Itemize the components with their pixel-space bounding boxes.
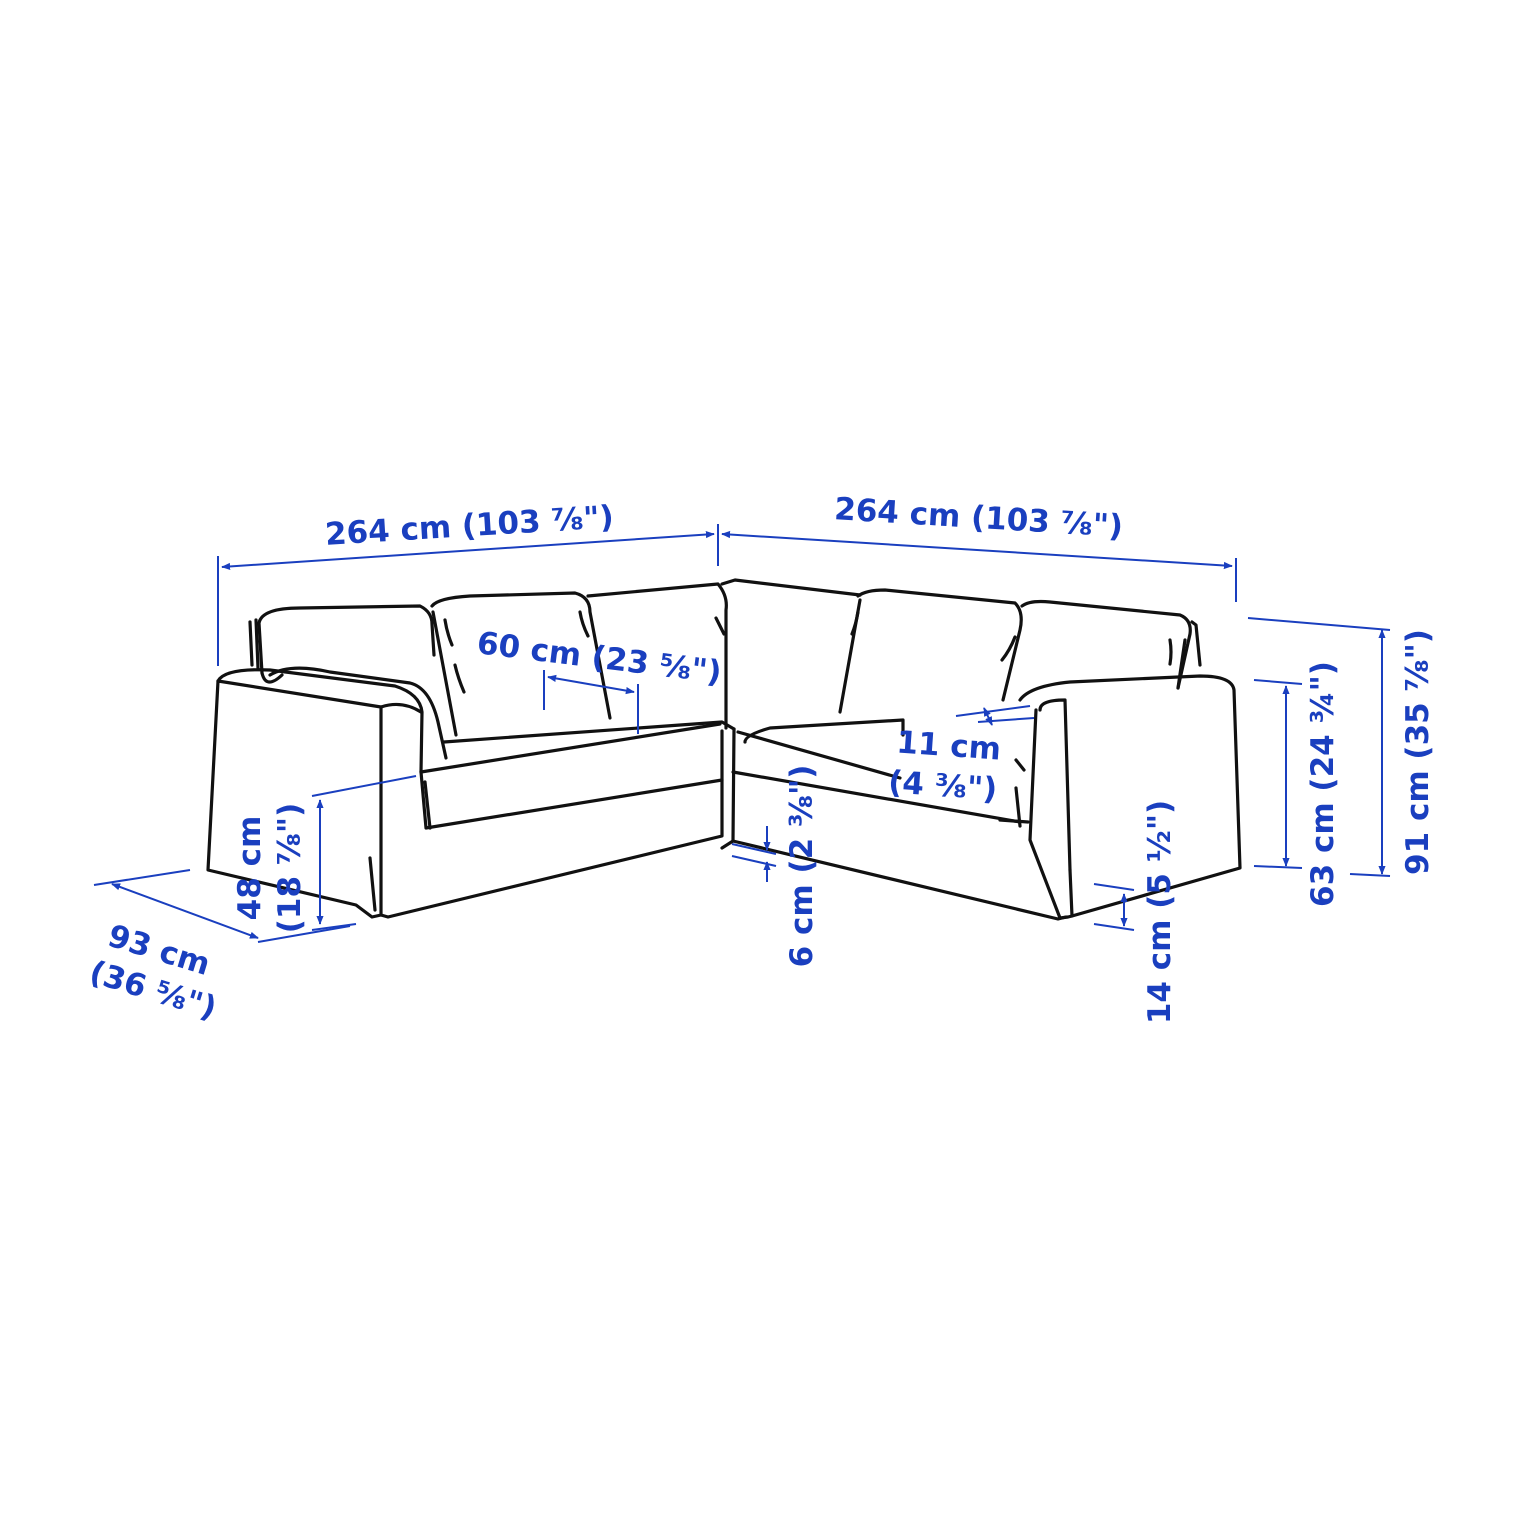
arm-height-ext-bottom: [1253, 865, 1303, 869]
right-armrest-inner-line: [998, 818, 1030, 824]
left-middle-back-edge: [431, 610, 458, 737]
right-end-back-side: [1176, 620, 1202, 690]
label-leg-height: 14 cm (5 ½"): [1142, 800, 1178, 1024]
left-seat-side: [423, 780, 432, 830]
right-seat-cushion-edge: [736, 730, 902, 780]
arm-height-ext-top: [1253, 679, 1303, 685]
label-cushion-thickness: 6 cm (2 ⅜"): [784, 765, 820, 968]
right-cushion-tufts: [850, 610, 1017, 662]
right-armrest-inner: [1028, 708, 1062, 920]
left-armrest-top: [216, 668, 424, 774]
right-seat-cushion-top: [743, 718, 905, 744]
cushion-ext-b: [731, 855, 777, 867]
right-seat-front: [731, 770, 1022, 824]
seat-height-ext-bottom: [311, 923, 357, 931]
left-middle-back-cushion: [430, 591, 612, 720]
left-seat-base: [379, 729, 724, 919]
left-end-back-cushion: [257, 604, 436, 675]
left-arm-pillow: [268, 666, 448, 760]
armrest-width-line: [983, 707, 993, 726]
label-armrest-width-cm: 11 cm: [895, 724, 1002, 767]
left-seat-cushion-edge: [419, 722, 722, 774]
label-seat-height-in: (18 ⅞"): [272, 803, 308, 934]
total-height-ext-bottom: [1349, 873, 1391, 877]
right-skirt-pleat: [1068, 868, 1074, 918]
left-armrest-edge: [379, 702, 423, 714]
left-seat-front: [419, 770, 724, 830]
seat-depth-line: [547, 674, 635, 695]
leg-ext-a: [1093, 883, 1135, 891]
right-corner-back-top: [720, 578, 862, 597]
dimension-labels: 264 cm (103 ⅞") 264 cm (103 ⅞") 60 cm (2…: [85, 491, 1436, 1027]
right-armrest-top: [1018, 674, 1242, 920]
width-left-line: [221, 530, 715, 571]
seat-height-ext-top: [311, 775, 417, 797]
left-cushion-tufts: [443, 618, 466, 694]
right-seat-base: [731, 839, 1068, 921]
leg-ext-b: [1093, 923, 1135, 931]
label-width-right: 264 cm (103 ⅞"): [833, 491, 1124, 545]
total-height-ext-top: [1247, 617, 1391, 631]
label-total-height: 91 cm (35 ⅞"): [1400, 629, 1436, 875]
depth-line: [111, 883, 259, 939]
dimension-lines: [93, 524, 1391, 943]
width-right-line: [721, 530, 1233, 570]
left-seat-cushion-top: [442, 720, 736, 744]
left-end-back-fold: [260, 671, 284, 684]
label-armrest-width-in: (4 ⅜"): [887, 764, 998, 808]
left-corner-back-cushion: [586, 582, 728, 730]
depth-ext-a: [93, 869, 191, 886]
left-skirt-pleat: [368, 856, 377, 912]
right-middle-back-cushion: [856, 588, 1023, 702]
label-seat-depth: 60 cm (23 ⅝"): [475, 625, 723, 691]
armrest-ext-a: [955, 705, 1031, 717]
left-end-back-side: [248, 618, 260, 670]
right-end-back-cushion: [1020, 599, 1192, 690]
right-cushion-tufts-2: [1168, 638, 1173, 666]
label-armrest-height: 63 cm (24 ¾"): [1305, 661, 1341, 907]
armrest-ext-b: [977, 717, 1035, 723]
label-width-left: 264 cm (103 ⅞"): [324, 499, 615, 553]
corner-seat-edge: [720, 727, 736, 850]
cushion-ext-a: [731, 843, 777, 855]
right-seat-side: [1014, 786, 1022, 828]
right-armrest-front-edge: [1038, 698, 1072, 872]
label-seat-height-cm: 48 cm: [232, 816, 268, 921]
left-cushion-tufts-2: [578, 610, 726, 638]
right-armrest-fold: [1014, 758, 1026, 772]
depth-ext-b: [257, 925, 351, 943]
sofa-outline: [206, 578, 1242, 921]
